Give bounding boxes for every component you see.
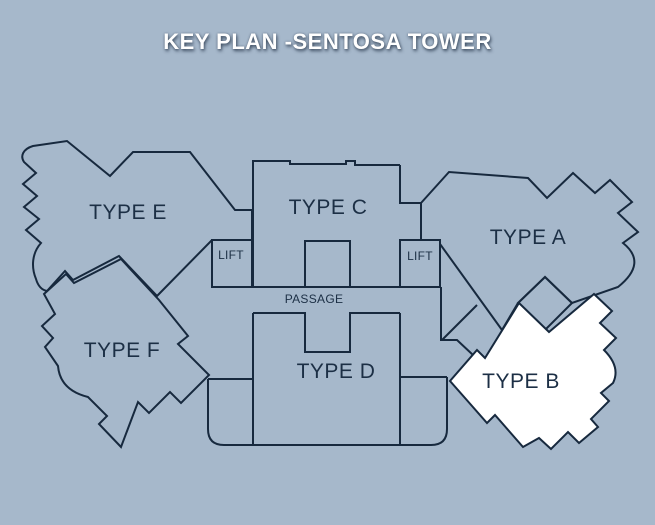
unit-type-b-label: TYPE B bbox=[482, 370, 560, 393]
unit-type-a-outline bbox=[420, 170, 640, 356]
lift-left-label: LIFT bbox=[218, 248, 244, 262]
unit-type-a-label: TYPE A bbox=[490, 226, 567, 249]
unit-type-d-outline bbox=[207, 312, 448, 446]
unit-type-f-label: TYPE F bbox=[84, 339, 161, 362]
unit-type-f-outline bbox=[40, 257, 211, 449]
lift-right-box bbox=[399, 239, 441, 288]
unit-type-e-label: TYPE E bbox=[89, 201, 167, 224]
unit-type-b-shape bbox=[448, 292, 618, 451]
lift-right-label: LIFT bbox=[407, 249, 433, 263]
stair-core-box bbox=[304, 240, 351, 287]
unit-type-d-label: TYPE D bbox=[297, 360, 376, 383]
page-title: KEY PLAN -SENTOSA TOWER bbox=[163, 29, 492, 54]
unit-type-e-outline bbox=[21, 139, 253, 298]
unit-type-c-outline bbox=[252, 160, 422, 287]
unit-type-c-label: TYPE C bbox=[289, 196, 368, 219]
passage-label: PASSAGE bbox=[285, 292, 344, 306]
